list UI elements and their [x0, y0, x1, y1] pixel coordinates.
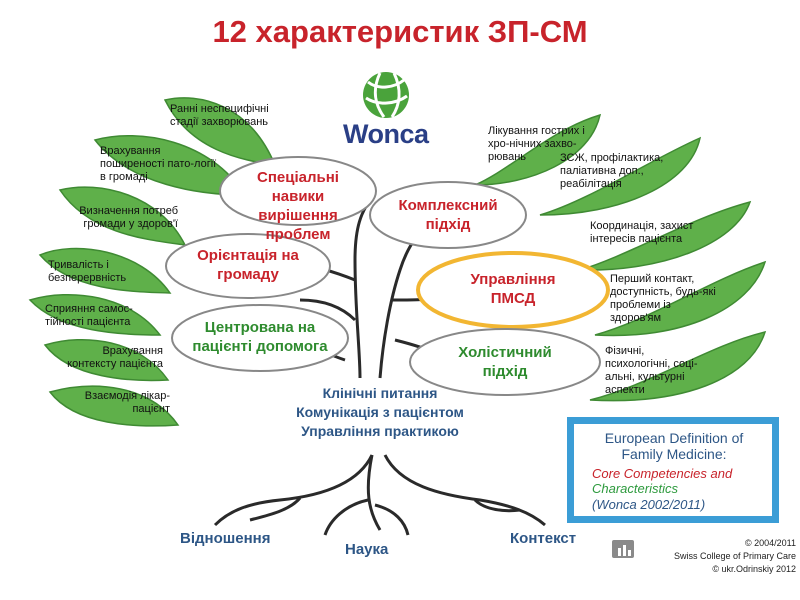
right-leaves — [474, 113, 767, 402]
trunk-line-3: Управління практикою — [301, 423, 459, 439]
right-leaf-5: Фізичні, психологічні, соці-альні, культ… — [605, 345, 698, 396]
oval-comprehensive-approach: Комплексний підхід — [398, 197, 498, 233]
root-label-relationship: Відношення — [180, 530, 271, 547]
left-leaves — [28, 97, 277, 427]
oval-primary-care-management: Управління ПМСД — [470, 271, 556, 307]
definition-box-inner: European Definition of Family Medicine: … — [574, 424, 772, 516]
ovals — [165, 156, 610, 396]
wonca-logo-text: Wonca — [343, 119, 429, 149]
credits: © 2004/2011 Swiss College of Primary Car… — [620, 537, 796, 576]
left-leaf-6: Врахування контексту пацієнта — [67, 345, 163, 370]
right-leaf-4: Перший контакт, доступність, будь-які пр… — [610, 273, 716, 324]
right-leaf-2: ЗСЖ, профілактика, паліативна доп., реаб… — [560, 152, 664, 190]
oval-holistic-approach: Холістичний підхід — [458, 344, 552, 380]
wonca-globe — [363, 72, 409, 118]
oval-community-orientation: Орієнтація на громаду — [197, 247, 299, 283]
definition-line-characteristics: Characteristics — [592, 481, 678, 496]
oval-person-centred-care: Центрована на пацієнті допомога — [192, 319, 328, 355]
trunk-line-2: Комунікація з пацієнтом — [296, 404, 464, 420]
watermark-icon — [612, 540, 634, 558]
credit-line-2: Swiss College of Primary Care — [673, 551, 796, 561]
right-leaf-1: Лікування гострих і хро-нічних захво-рюв… — [488, 125, 585, 163]
left-leaf-7: Взаємодія лікар-пацієнт — [84, 390, 170, 415]
left-leaf-3: Визначення потреб громади у здоров'ї — [79, 205, 178, 230]
trunk-line-1: Клінічні питання — [322, 385, 438, 401]
left-leaf-5: Сприяння самос-тійності пацієнта — [45, 303, 133, 328]
definition-box: European Definition of Family Medicine: … — [567, 417, 779, 523]
root-label-context: Контекст — [510, 530, 577, 547]
left-leaf-4: Тривалість і безперервність — [48, 259, 127, 284]
oval-problem-solving: Спеціальні навики вирішення проблем — [257, 169, 339, 243]
roots — [213, 454, 546, 536]
page-title: 12 характеристик ЗП-СМ — [212, 14, 588, 49]
left-leaf-1: Ранні неспецифічні стадії захворювань — [170, 103, 269, 128]
credit-line-3: © ukr.Odrinskiy 2012 — [712, 564, 796, 574]
definition-title: European Definition of Family Medicine: — [604, 430, 744, 462]
right-leaf-3: Координація, захист інтересів пацієнта — [590, 220, 694, 245]
definition-line-core: Core Competencies and — [592, 466, 733, 481]
root-label-science: Наука — [345, 541, 389, 558]
left-leaf-2: Врахування поширеності пато-логії в гром… — [100, 145, 217, 183]
definition-line-source: (Wonca 2002/2011) — [592, 497, 706, 512]
credit-line-1: © 2004/2011 — [744, 538, 796, 548]
